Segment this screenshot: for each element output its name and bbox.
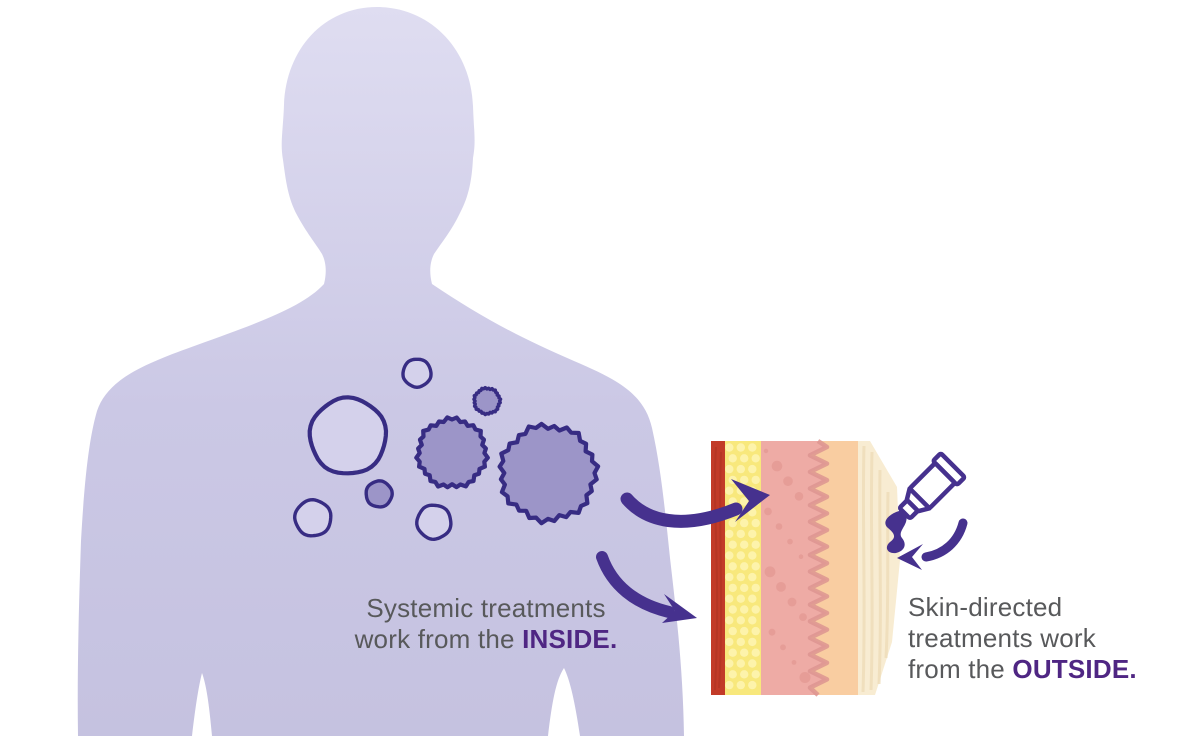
skin-cross-section: [711, 439, 900, 697]
arrow-onto-skin-head: [897, 544, 923, 570]
arrow-downward-icon: [596, 551, 675, 618]
arrow-downward-head: [662, 594, 697, 623]
dermal-papillae-edge: [807, 439, 830, 697]
skin-directed-caption-text1: Skin-directed: [908, 592, 1063, 622]
systemic-caption-line2: work from the INSIDE.: [308, 624, 664, 655]
systemic-arrows: [596, 479, 770, 623]
skin-directed-caption-line1: Skin-directed: [908, 592, 1137, 623]
skin-directed-caption-line3: from the OUTSIDE.: [908, 654, 1137, 685]
inside-emphasis: INSIDE.: [522, 624, 618, 654]
skin-layer-muscle: [711, 441, 725, 695]
lymphoma-cells: [293, 357, 601, 541]
systemic-caption: Systemic treatments work from the INSIDE…: [308, 593, 664, 655]
arrow-into-skin-icon: [620, 492, 743, 528]
cell: [497, 421, 601, 526]
ointment-blob: [885, 510, 907, 554]
dermis-dots: [763, 448, 811, 683]
outside-emphasis: OUTSIDE.: [1012, 654, 1137, 684]
body-silhouette: [77, 7, 685, 736]
systemic-caption-text: Systemic treatments: [366, 593, 606, 623]
systemic-caption-prefix: work from the: [354, 624, 523, 654]
cell: [472, 385, 503, 417]
cell: [307, 395, 389, 476]
cell: [401, 357, 433, 389]
arrow-onto-skin-shaft: [921, 518, 968, 562]
ointment-tube-icon: [897, 451, 967, 521]
cell: [364, 479, 394, 509]
surface-texture: [861, 445, 890, 693]
fat-lobules: [725, 443, 760, 690]
skin-directed-caption: Skin-directed treatments work from the O…: [908, 592, 1137, 685]
arrow-into-skin-head: [731, 479, 770, 522]
muscle-texture: [713, 446, 723, 691]
skin-directed-caption-prefix: from the: [908, 654, 1013, 684]
cell: [415, 503, 453, 541]
cell: [414, 415, 490, 490]
skin-directed-caption-line2: treatments work: [908, 623, 1137, 654]
systemic-caption-line1: Systemic treatments: [308, 593, 664, 624]
cell: [293, 498, 333, 538]
arrow-onto-skin-icon: [897, 518, 968, 570]
skin-directed-caption-text2: treatments work: [908, 623, 1096, 653]
